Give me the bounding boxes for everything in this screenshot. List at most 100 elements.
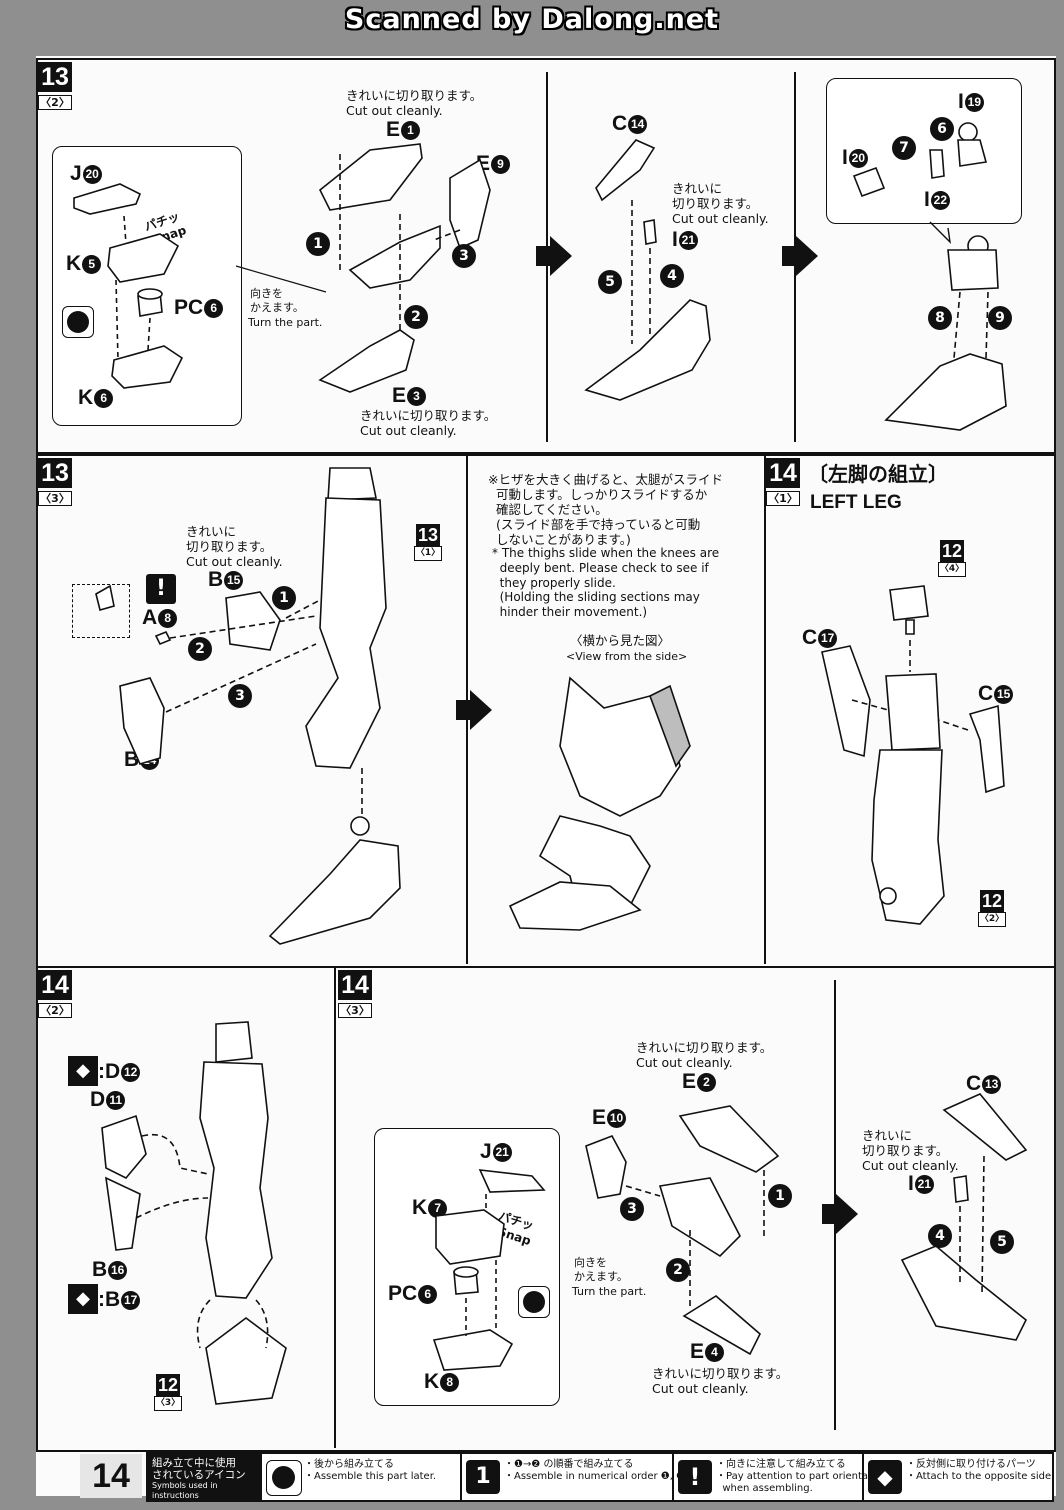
cut-cleanly-b15-en: Cut out cleanly. xyxy=(186,554,283,569)
side-view-leg-drawing xyxy=(508,676,691,931)
ref-step-12-2-sub: 〈2〉 xyxy=(978,912,1006,927)
jk-parts-drawing xyxy=(73,183,184,389)
order-4: 4 xyxy=(660,264,684,288)
ref-step-12-3-sub: 〈3〉 xyxy=(154,1396,182,1411)
next-arrow-3 xyxy=(456,690,492,730)
order-9: 9 xyxy=(988,306,1012,330)
row-3-panel xyxy=(36,966,1056,1452)
cut-cleanly-i21-jp: きれいに 切り取ります。 xyxy=(672,181,759,211)
order-14-3-2: 2 xyxy=(666,1258,690,1282)
cut-cleanly-e1-jp: きれいに切り取ります。 xyxy=(346,88,483,103)
cut-cleanly-i21-2-en: Cut out cleanly. xyxy=(862,1158,959,1173)
turn-the-part-jp: 向きを かえます。 xyxy=(250,287,304,314)
turn-the-part-en: Turn the part. xyxy=(248,316,323,329)
cut-cleanly-e4-jp: きれいに切り取ります。 xyxy=(652,1366,789,1381)
cut-cleanly-e3-en: Cut out cleanly. xyxy=(360,423,457,438)
e-parts-drawing-2 xyxy=(585,1105,780,1356)
joint-and-foot-drawing xyxy=(852,122,1007,431)
step-13-number: 13 xyxy=(38,62,72,92)
order-8: 8 xyxy=(928,306,952,330)
cut-cleanly-i21-2-jp: きれいに 切り取ります。 xyxy=(862,1128,949,1158)
legend-assemble-later: ・後から組み立てる・Assemble this part later. xyxy=(260,1454,462,1500)
callout-line xyxy=(235,265,327,293)
right-leg-14-2-drawing xyxy=(101,1021,287,1405)
turn-the-part-jp-2: 向きを かえます。 xyxy=(574,1256,628,1283)
jk-parts-drawing-2 xyxy=(432,1169,546,1371)
attention-icon-legend: ! xyxy=(678,1460,712,1494)
legend-numerical-order: 1 ・❶→❷ の順番で組み立てる・Assemble in numerical o… xyxy=(460,1454,695,1500)
ref-step-13-sub: 〈1〉 xyxy=(414,546,442,561)
order-14-3-1: 1 xyxy=(768,1184,792,1208)
cut-cleanly-b15-jp: きれいに 切り取ります。 xyxy=(186,524,273,554)
legend-heading: 組み立て中に使用 されているアイコン Symbols used in instr… xyxy=(148,1454,260,1500)
next-arrow-1 xyxy=(536,236,572,276)
opposite-side-icon-d12: ◆ xyxy=(68,1056,98,1086)
order-14-3-5: 5 xyxy=(990,1230,1014,1254)
next-arrow-4 xyxy=(822,1194,858,1234)
slide-note-jp: ※ヒザを大きく曲げると、太腿がスライド 可動します。しっかりスライドするか 確認… xyxy=(488,472,723,547)
order-7: 7 xyxy=(892,136,916,160)
ref-step-12-4-sub: 〈4〉 xyxy=(938,562,966,577)
row-1-panel xyxy=(36,58,1056,454)
orientation-detail-box xyxy=(72,584,130,638)
scan-watermark: Scanned by Dalong.net xyxy=(344,4,720,35)
cut-cleanly-e4-en: Cut out cleanly. xyxy=(652,1381,749,1396)
order-14-3-4: 4 xyxy=(928,1224,952,1248)
step-13-sub: 〈2〉 xyxy=(38,95,72,110)
ref-step-13: 13 xyxy=(416,524,440,546)
cut-cleanly-e2-en: Cut out cleanly. xyxy=(636,1055,733,1070)
turn-the-part-en-2: Turn the part. xyxy=(572,1285,647,1298)
order-13-3-2: 2 xyxy=(188,637,212,661)
order-1: 1 xyxy=(306,232,330,256)
assemble-later-icon-2 xyxy=(518,1286,550,1318)
step-14-1-sub: 〈1〉 xyxy=(766,491,800,506)
left-leg-drawing xyxy=(821,585,1005,925)
ref-step-12-3: 12 xyxy=(156,1374,180,1396)
order-13-3-3: 3 xyxy=(228,684,252,708)
row-3-divider-a xyxy=(334,966,336,1448)
slide-note-en: * The thighs slide when the knees are de… xyxy=(492,546,720,620)
cut-cleanly-e3-jp: きれいに切り取ります。 xyxy=(360,408,497,423)
step-14-2-number: 14 xyxy=(38,970,72,1000)
assemble-later-icon xyxy=(62,306,94,338)
cut-cleanly-i21-en: Cut out cleanly. xyxy=(672,211,769,226)
side-view-jp: 〈横から見た図〉 xyxy=(570,633,671,648)
foot-c-drawing xyxy=(584,139,711,401)
step-14-1-number: 14 xyxy=(766,458,800,488)
assemble-later-icon-legend xyxy=(266,1460,302,1496)
legend-orientation: ! ・向きに注意して組み立てる・Pay attention to part or… xyxy=(672,1454,887,1500)
opposite-side-icon-b17: ◆ xyxy=(68,1284,98,1314)
step-14-3-number: 14 xyxy=(338,970,372,1000)
order-2: 2 xyxy=(404,305,428,329)
order-13-3-1: 1 xyxy=(272,586,296,610)
leg-13-3-drawing xyxy=(95,467,401,945)
step-13-3-number: 13 xyxy=(38,458,72,488)
next-arrow-2 xyxy=(782,236,818,276)
step-14-2-sub: 〈2〉 xyxy=(38,1003,72,1018)
